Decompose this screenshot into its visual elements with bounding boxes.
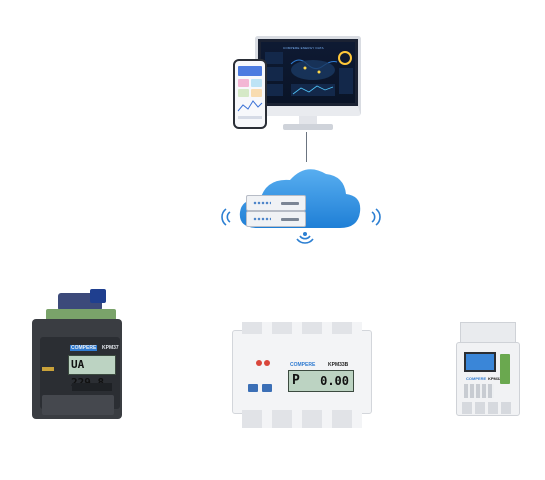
server-icon — [246, 211, 306, 227]
server-icon — [246, 195, 306, 211]
meter-kpm37: COMPERE KPM37 UA 229.8 — [28, 285, 126, 425]
dashboard-title: COMPERE ENERGY DATA — [283, 46, 324, 50]
meter-display — [464, 352, 496, 372]
wifi-icon — [296, 235, 314, 244]
wifi-icon — [371, 208, 381, 226]
meter-kpm33b: COMPERE KPM33B P 0.00 — [232, 322, 372, 430]
connection-line — [306, 132, 307, 162]
dashboard-graphics — [265, 51, 353, 96]
wifi-icon — [221, 208, 231, 226]
monitor-screen: COMPERE ENERGY DATA — [255, 36, 361, 116]
phone-icon — [233, 59, 267, 129]
meter-display: UA 229.8 — [68, 355, 116, 389]
monitor-icon: COMPERE ENERGY DATA — [255, 36, 361, 132]
meter-kpm32: COMPERE KPM32 — [456, 322, 520, 422]
dashboard: COMPERE ENERGY DATA — [261, 42, 355, 103]
meter-display: P 0.00 — [288, 370, 354, 392]
